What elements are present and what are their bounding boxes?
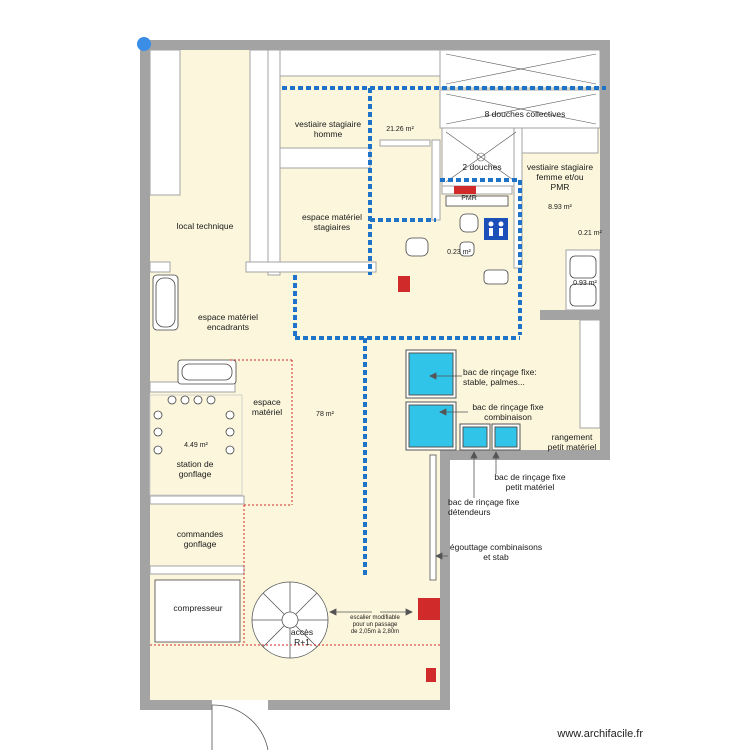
label-escalier: escalier modifiable pour un passage de 2… [350,615,400,635]
fixtures [149,195,597,643]
label-commandes-gonflage: commandes gonflage [176,529,224,549]
rinsing-basins [405,349,521,451]
label-area-21: 21.26 m² [386,126,414,133]
annotation-bac-petit: bac de rinçage fixe petit matériel [494,472,566,492]
arrows [329,372,500,616]
label-deux-douches: 2 douches [462,162,502,172]
label-area-8: 8.93 m² [548,204,572,211]
pmr-sign-icon [484,218,508,240]
interior-walls [149,49,601,575]
label-vestiaire-femme: vestiaire stagiaire femme et/ou PMR [526,162,594,192]
annotation-bac-stable: bac de rinçage fixe: stable, palmes... [463,367,537,387]
red-partitions [150,359,440,646]
label-compresseur: compresseur [173,603,223,613]
spiral-staircase [251,581,329,659]
label-espace-materiel-encadrants: espace matériel encadrants [197,312,258,332]
label-douches-collectives: 8 douches collectives [484,109,566,119]
corner-marker [137,37,151,51]
label-rangement: rangement petit matériel [547,432,597,452]
walls [140,40,610,710]
label-area-78: 78 m² [316,411,334,418]
label-espace-materiel: espace matériel [251,397,283,417]
safety-signs [398,186,476,682]
pipes [282,86,606,575]
showers [445,53,597,183]
label-area-021: 0.21 m² [578,230,602,237]
label-local-technique: local technique [176,221,234,231]
drain-rail [429,454,437,581]
label-pmr: PMR [461,195,477,202]
label-station-gonflage: station de gonflage [176,459,214,479]
label-area-093: 0.93 m² [573,280,597,287]
label-vestiaire-homme: vestiaire stagiaire homme [294,119,362,139]
watermark: www.archifacile.fr [557,728,643,740]
label-area-449: 4.49 m² [184,442,208,449]
annotation-bac-detendeurs: bac de rinçage fixe détendeurs [448,497,520,517]
label-espace-materiel-stagiaires: espace matériel stagiaires [301,212,362,232]
annotation-bac-combinaison: bac de rinçage fixe combinaison [472,402,544,422]
label-area-023: 0.23 m² [447,249,471,256]
entrance-door [211,704,269,750]
annotation-egouttage: égouttage combinaisons et stab [449,542,543,562]
label-acces: accès R+1 [290,627,314,647]
